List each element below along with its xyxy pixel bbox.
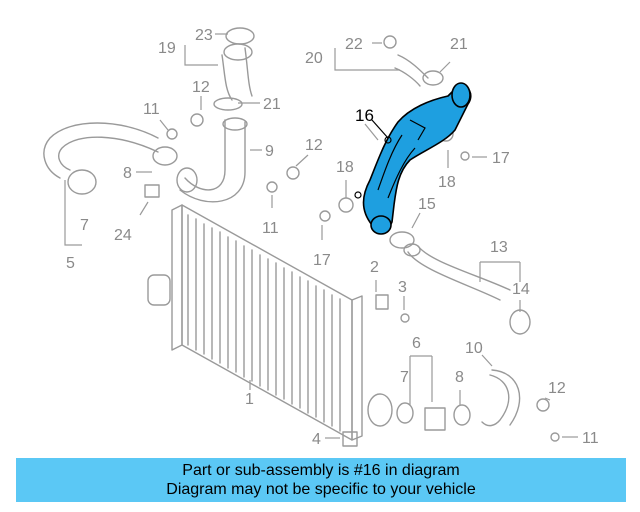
callout-21: 21 <box>263 96 281 113</box>
callout-11: 11 <box>582 430 599 447</box>
callout-5: 5 <box>66 255 75 272</box>
callout-12: 12 <box>192 79 210 96</box>
callout-17: 17 <box>492 150 510 167</box>
highlighted-part-16[interactable] <box>354 82 472 235</box>
callout-14: 14 <box>512 281 530 298</box>
bottom-hose-parts <box>396 369 521 431</box>
callout-labels: 23 19 12 21 11 9 8 24 7 5 12 11 22 20 21… <box>66 27 599 448</box>
callout-19: 19 <box>158 40 176 57</box>
left-hose-part <box>43 122 178 195</box>
callout-7: 7 <box>400 369 409 386</box>
upper-pipe-part <box>176 27 255 203</box>
callout-21: 21 <box>450 36 468 53</box>
callout-11: 11 <box>262 220 279 237</box>
info-banner: Part or sub-assembly is #16 in diagram D… <box>16 458 626 502</box>
callout-20: 20 <box>305 50 323 67</box>
callout-18: 18 <box>336 159 354 176</box>
callout-13: 13 <box>490 239 508 256</box>
callout-24: 24 <box>114 227 132 244</box>
callout-9: 9 <box>265 143 274 160</box>
intercooler-part <box>147 204 393 441</box>
callout-6: 6 <box>412 335 421 352</box>
callout-1: 1 <box>245 391 254 408</box>
callout-8: 8 <box>123 165 132 182</box>
callout-18: 18 <box>438 174 456 191</box>
callout-16: 16 <box>355 106 374 125</box>
callout-2: 2 <box>370 259 379 276</box>
callout-12: 12 <box>548 380 566 397</box>
right-lower-hose-part <box>389 231 531 335</box>
callout-3: 3 <box>398 279 407 296</box>
leader-lines <box>64 33 578 439</box>
right-upper-hose-part <box>394 54 444 87</box>
callout-23: 23 <box>195 27 213 44</box>
callout-4: 4 <box>312 431 321 448</box>
banner-line-2: Diagram may not be specific to your vehi… <box>166 481 476 498</box>
fasteners <box>144 35 560 447</box>
banner-line-1: Part or sub-assembly is #16 in diagram <box>182 462 460 479</box>
callout-10: 10 <box>465 340 483 357</box>
callout-15: 15 <box>418 196 436 213</box>
callout-22: 22 <box>345 36 363 53</box>
callout-7: 7 <box>80 217 89 234</box>
callout-8: 8 <box>455 369 464 386</box>
callout-12: 12 <box>305 137 323 154</box>
callout-17: 17 <box>313 252 331 269</box>
callout-11: 11 <box>143 101 160 118</box>
